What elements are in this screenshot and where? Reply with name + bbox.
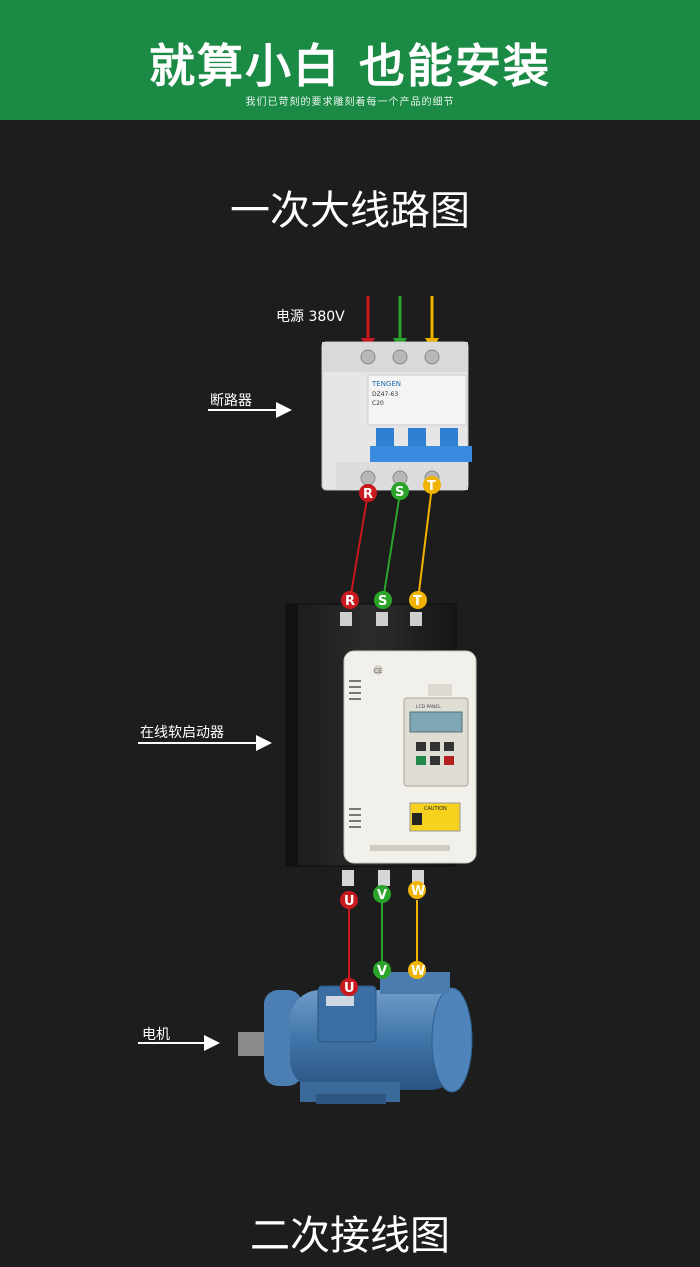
terminal-tag-motor-u: U [340, 978, 358, 996]
vent-slots-left [349, 680, 361, 828]
output-wires [348, 900, 418, 985]
key-up-button [416, 742, 426, 751]
breaker-model: DZ47-63 [372, 391, 398, 398]
svg-text:T: T [413, 594, 422, 609]
soft-starter-label: 在线软启动器 [140, 725, 224, 741]
breaker-rating: C20 [372, 400, 384, 407]
terminal-tag-breaker-r: R [359, 484, 377, 502]
terminal-tag-motor-v: V [373, 961, 391, 979]
breaker-brand: TENGEN [371, 380, 401, 388]
svg-text:S: S [395, 485, 404, 500]
terminal-tag-breaker-t: T [423, 476, 441, 494]
terminal-tag-starter-v: V [373, 885, 391, 903]
svg-text:U: U [344, 894, 355, 909]
breaker-label: 断路器 [210, 393, 252, 409]
lcd-panel-label: LCD PANEL [416, 704, 441, 710]
terminal-tag-starter-w: W [408, 881, 426, 899]
svg-text:S: S [378, 594, 387, 609]
ce-badge: CE [374, 668, 382, 675]
terminal-tag-starter-r: R [341, 591, 359, 609]
svg-text:U: U [344, 981, 355, 996]
banner-subtitle: 我们已苛刻的要求雕刻着每一个产品的细节 [245, 97, 455, 108]
motor-label: 电机 [142, 1027, 170, 1043]
svg-text:R: R [345, 594, 355, 609]
terminal-tag-motor-w: W [408, 961, 426, 979]
svg-text:V: V [377, 888, 387, 903]
electric-motor [238, 972, 473, 1104]
terminal-tag-starter-u: U [340, 891, 358, 909]
caution-label: CAUTION [424, 806, 447, 812]
header-banner: 就算小白 也能安装 我们已苛刻的要求雕刻着每一个产品的细节 [0, 0, 700, 120]
svg-text:W: W [411, 884, 425, 899]
svg-text:V: V [377, 964, 387, 979]
svg-text:W: W [411, 964, 425, 979]
terminal-tag-breaker-s: S [391, 482, 409, 500]
banner-title: 就算小白 也能安装 [148, 39, 551, 93]
input-wires [349, 485, 433, 601]
secondary-wiring-title: 二次接线图 [250, 1213, 450, 1259]
svg-text:R: R [363, 487, 373, 502]
soft-starter: CE LCD PANEL CAUTION [285, 603, 477, 886]
power-label: 电源 380V [276, 309, 345, 325]
circuit-breaker: TENGEN DZ47-63 C20 [321, 341, 472, 491]
primary-wiring-title: 一次大线路图 [230, 188, 470, 234]
terminal-tag-starter-s: S [374, 591, 392, 609]
svg-text:T: T [427, 479, 436, 494]
terminal-tag-starter-t: T [409, 591, 427, 609]
lcd-screen [409, 711, 463, 733]
